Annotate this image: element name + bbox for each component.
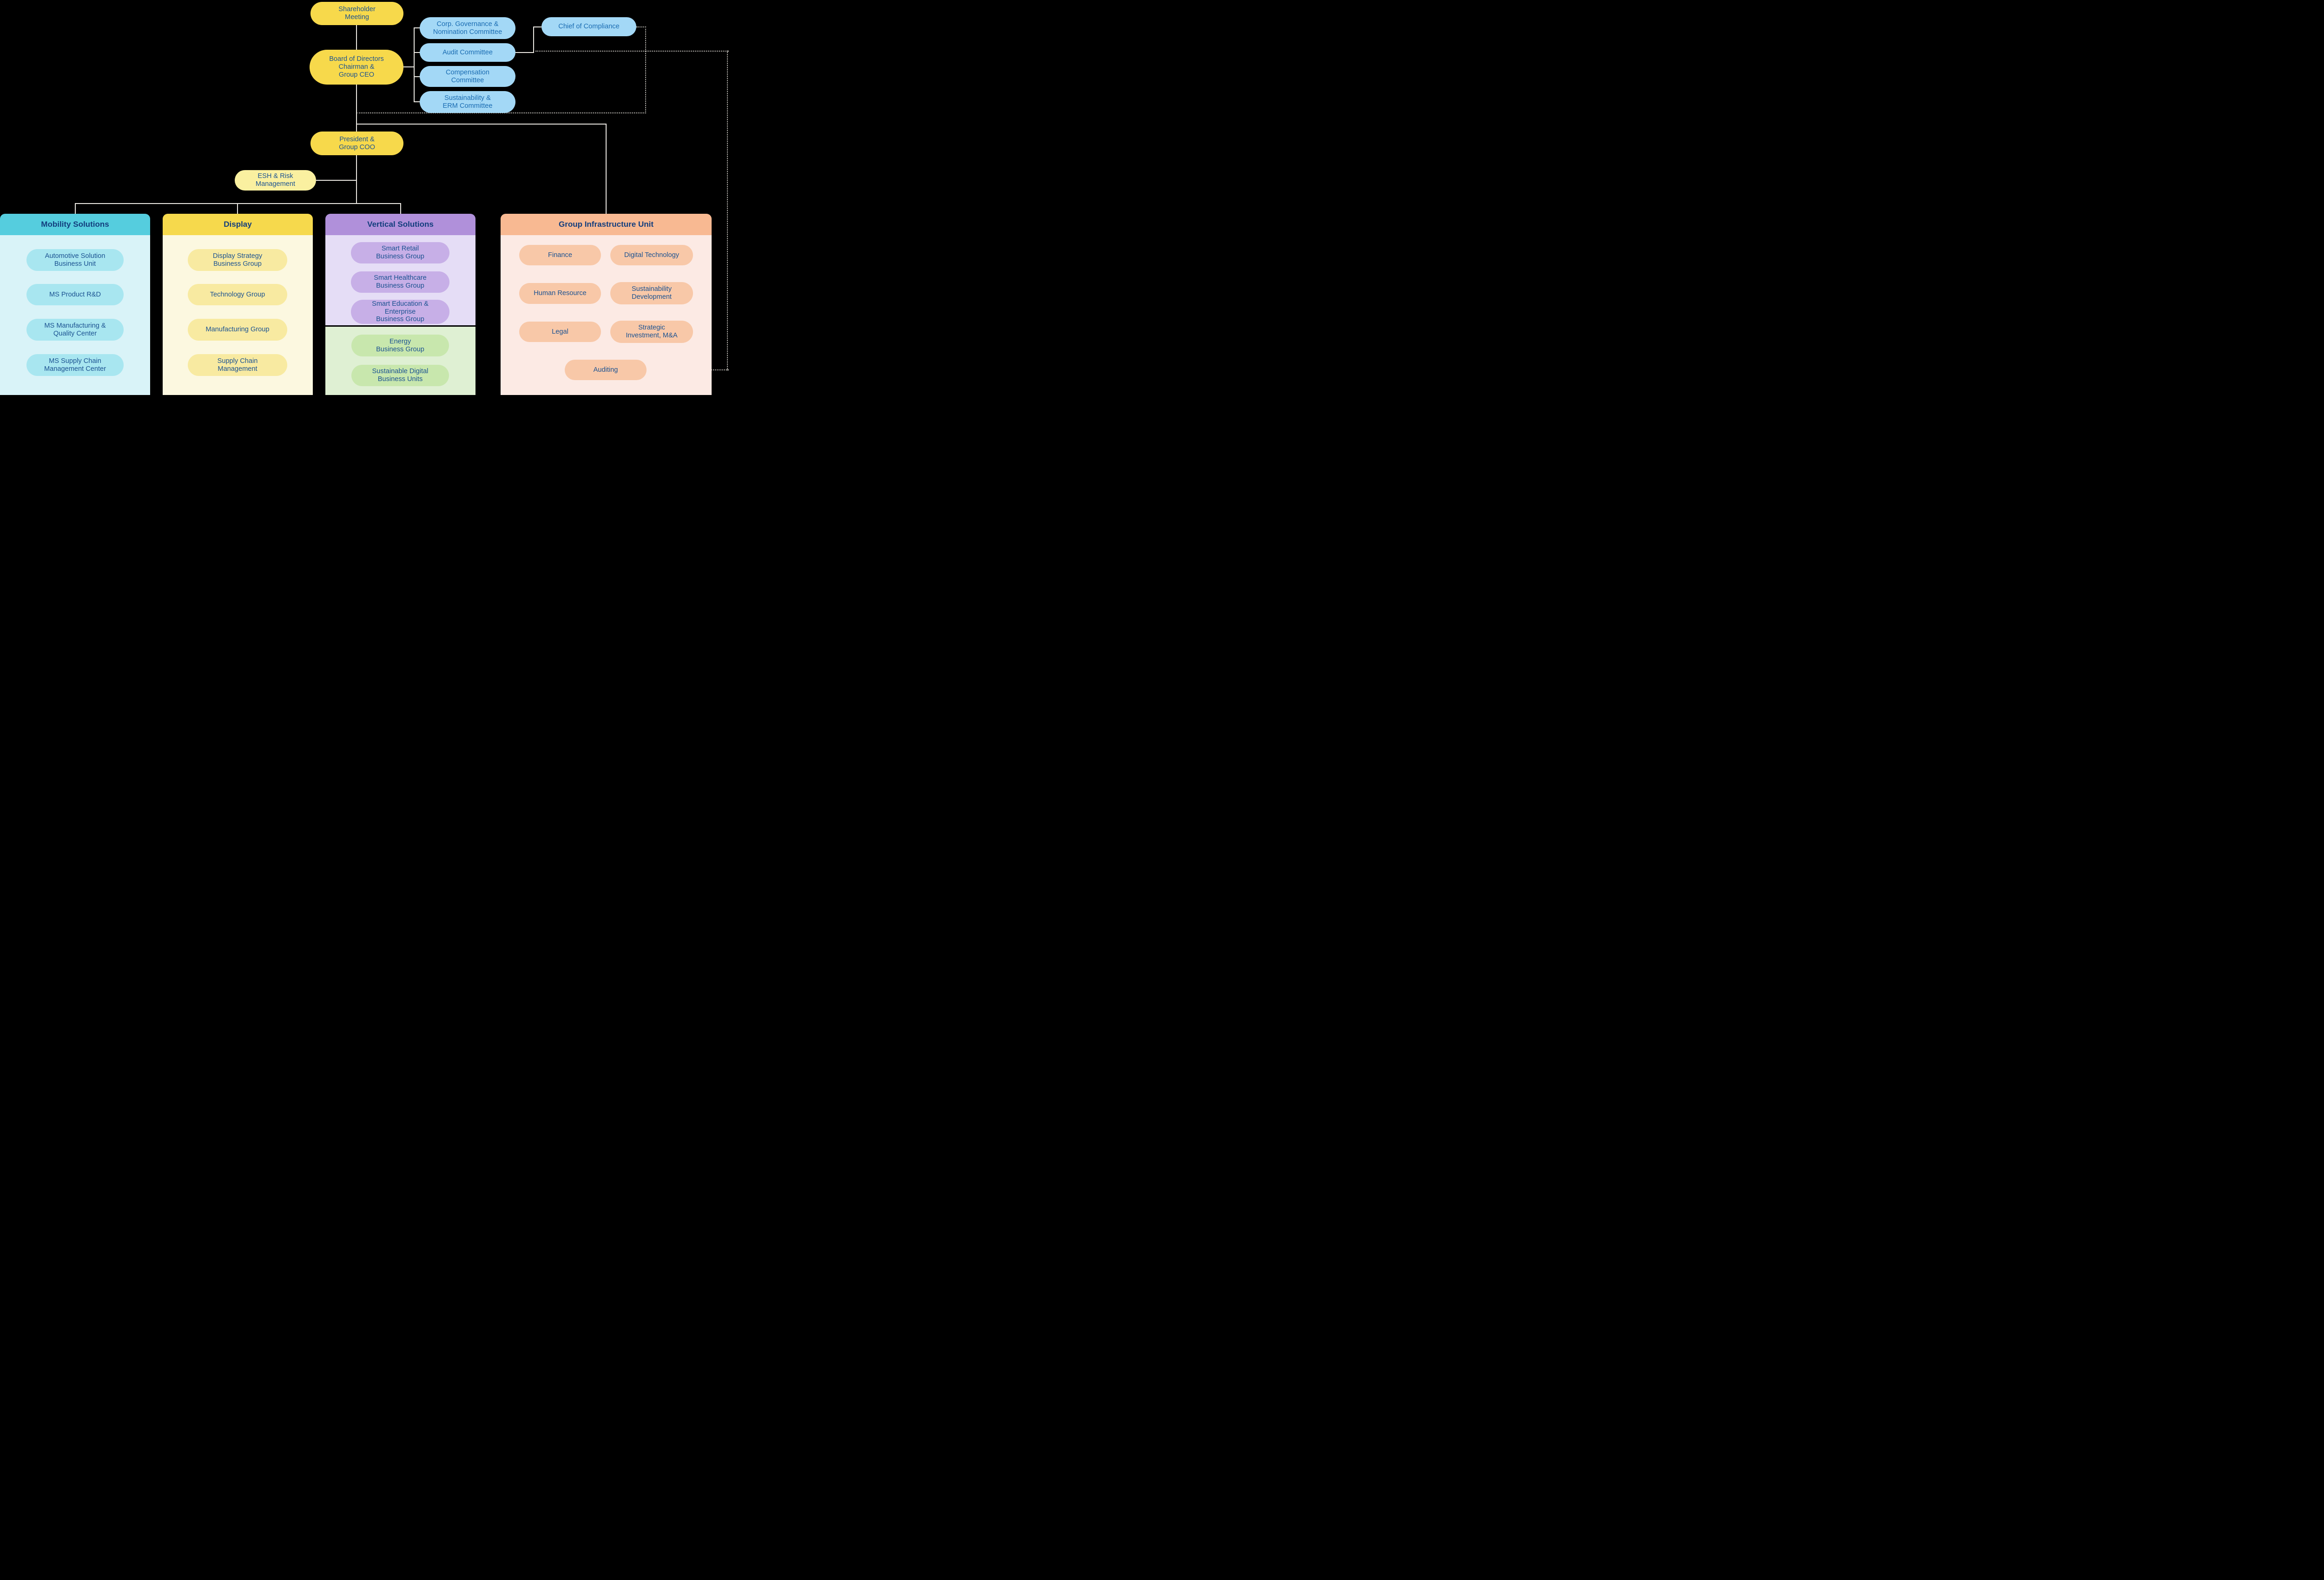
group-title: Mobility Solutions	[41, 220, 109, 229]
node-manufacturing-group: Manufacturing Group	[188, 319, 287, 341]
node-automotive-solution-business-unit: Automotive Solution Business Unit	[26, 249, 124, 271]
node-energy-business-group: Energy Business Group	[351, 335, 449, 356]
connector-line	[606, 124, 607, 214]
node-sustainability-erm-committee: Sustainability & ERM Committee	[420, 91, 515, 113]
node-label: Technology Group	[210, 290, 265, 298]
dotted-connector-line	[636, 26, 646, 27]
group-infrastructure-unit: Group Infrastructure Unit Finance Digita…	[501, 214, 712, 395]
group-vertical-solutions: Vertical Solutions Smart Retail Business…	[325, 214, 475, 325]
node-supply-chain-management: Supply Chain Management	[188, 354, 287, 376]
dotted-connector-line	[535, 51, 729, 52]
node-label: Compensation Committee	[445, 68, 490, 84]
node-label: Sustainability Development	[632, 285, 672, 301]
node-smart-retail-business-group: Smart Retail Business Group	[351, 242, 449, 263]
group-infrastructure-unit-header: Group Infrastructure Unit	[501, 214, 712, 235]
node-label: Energy Business Group	[376, 337, 424, 353]
connector-line	[316, 180, 357, 181]
group-display-header: Display	[163, 214, 313, 235]
connector-line	[356, 25, 357, 50]
connector-line	[533, 26, 541, 27]
node-label: Corp. Governance & Nomination Committee	[433, 20, 502, 36]
node-shareholder-meeting: Shareholder Meeting	[310, 2, 403, 25]
node-label: Display Strategy Business Group	[212, 252, 263, 268]
node-label: Smart Education & Enterprise Business Gr…	[372, 300, 429, 323]
node-label: MS Product R&D	[49, 290, 101, 298]
connector-line	[356, 85, 357, 132]
dotted-connector-line	[357, 112, 646, 113]
connector-line	[75, 203, 76, 214]
connector-line	[415, 76, 421, 77]
node-sustainable-digital-business-units: Sustainable Digital Business Units	[351, 365, 449, 386]
connector-line	[356, 124, 607, 125]
node-ms-supply-chain-management-center: MS Supply Chain Management Center	[26, 354, 124, 376]
node-label: Shareholder Meeting	[338, 6, 376, 21]
node-president-group-coo: President & Group COO	[310, 132, 403, 155]
node-finance: Finance	[519, 245, 601, 265]
connector-line	[415, 27, 421, 28]
node-label: MS Supply Chain Management Center	[44, 357, 106, 373]
connector-line	[533, 26, 534, 53]
connector-line	[414, 27, 415, 102]
group-vertical-solutions-energy-section: Energy Business Group Sustainable Digita…	[325, 327, 475, 395]
connector-line	[403, 66, 415, 67]
node-corp-governance-nomination-committee: Corp. Governance & Nomination Committee	[420, 17, 515, 39]
node-label: Sustainability & ERM Committee	[442, 94, 493, 110]
connector-line	[356, 155, 357, 204]
dotted-connector-line	[727, 51, 728, 370]
node-label: Supply Chain Management	[217, 357, 258, 373]
node-ms-product-rd: MS Product R&D	[26, 284, 124, 305]
node-label: Sustainable Digital Business Units	[372, 368, 429, 383]
node-label: Automotive Solution Business Unit	[45, 252, 106, 268]
node-label: Strategic Investment, M&A	[626, 324, 678, 339]
group-title: Vertical Solutions	[367, 220, 434, 229]
node-sustainability-development: Sustainability Development	[610, 282, 693, 304]
group-mobility-solutions-header: Mobility Solutions	[0, 214, 150, 235]
node-compensation-committee: Compensation Committee	[420, 66, 515, 87]
group-title: Group Infrastructure Unit	[558, 220, 654, 229]
node-label: Smart Healthcare Business Group	[374, 274, 427, 290]
node-label: Digital Technology	[624, 251, 680, 259]
node-smart-healthcare-business-group: Smart Healthcare Business Group	[351, 271, 449, 293]
node-legal: Legal	[519, 322, 601, 342]
node-strategic-investment-ma: Strategic Investment, M&A	[610, 321, 693, 343]
connector-line	[415, 52, 421, 53]
group-mobility-solutions: Mobility Solutions Automotive Solution B…	[0, 214, 150, 395]
node-human-resource: Human Resource	[519, 283, 601, 304]
node-label: Chief of Compliance	[558, 23, 620, 31]
node-label: Finance	[548, 251, 572, 259]
node-auditing: Auditing	[565, 360, 647, 380]
dotted-connector-line	[645, 26, 646, 113]
node-technology-group: Technology Group	[188, 284, 287, 305]
node-label: ESH & Risk Management	[255, 172, 296, 188]
node-label: Human Resource	[534, 290, 587, 297]
group-title: Display	[224, 220, 252, 229]
org-chart: Shareholder Meeting Board of Directors C…	[0, 0, 732, 395]
connector-line	[237, 203, 238, 214]
node-ms-manufacturing-quality-center: MS Manufacturing & Quality Center	[26, 319, 124, 341]
node-label: Audit Committee	[442, 48, 493, 56]
connector-line	[400, 203, 401, 214]
node-display-strategy-business-group: Display Strategy Business Group	[188, 249, 287, 271]
node-chief-of-compliance: Chief of Compliance	[541, 17, 636, 36]
connector-line	[75, 203, 401, 204]
node-label: Auditing	[593, 366, 618, 374]
node-label: President & Group COO	[339, 135, 375, 151]
group-vertical-solutions-header: Vertical Solutions	[325, 214, 475, 235]
node-esh-risk-management: ESH & Risk Management	[235, 170, 316, 191]
node-audit-committee: Audit Committee	[420, 43, 515, 62]
node-label: Board of Directors Chairman & Group CEO	[329, 55, 384, 79]
node-label: Smart Retail Business Group	[376, 245, 424, 260]
node-board-of-directors: Board of Directors Chairman & Group CEO	[310, 50, 403, 85]
connector-line	[515, 52, 534, 53]
node-smart-education-enterprise-business-group: Smart Education & Enterprise Business Gr…	[351, 300, 449, 324]
node-label: Legal	[552, 328, 568, 336]
node-digital-technology: Digital Technology	[610, 245, 693, 265]
node-label: MS Manufacturing & Quality Center	[44, 322, 106, 337]
node-label: Manufacturing Group	[205, 326, 270, 334]
connector-line	[415, 101, 421, 102]
group-display: Display Display Strategy Business Group …	[163, 214, 313, 395]
